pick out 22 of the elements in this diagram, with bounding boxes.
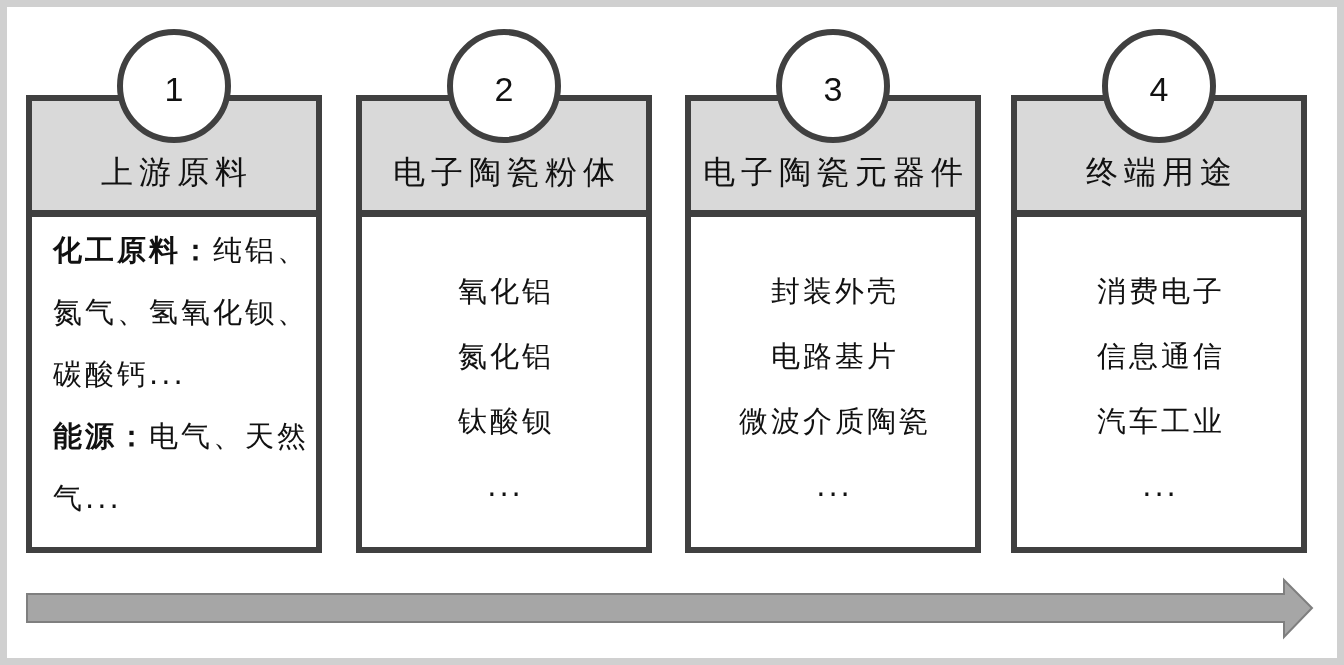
stage-title: 电子陶瓷粉体 (392, 152, 621, 192)
item-text: ... (815, 468, 853, 505)
item-text: 氧化铝 (456, 273, 554, 310)
stage-title: 上游原料 (100, 152, 253, 192)
step-number: 1 (164, 70, 184, 108)
item-text: 封装外壳 (769, 273, 899, 310)
item-text: 化工原料：纯铝、氮气、氢氧化钡、碳酸钙... (53, 232, 310, 393)
item-text: 能源：电气、天然气... (53, 418, 310, 517)
stage-title: 电子陶瓷元器件 (702, 152, 969, 192)
item-text: 电路基片 (769, 338, 899, 375)
step-number: 2 (494, 70, 514, 108)
step-number: 3 (823, 70, 843, 108)
step-number: 4 (1149, 70, 1169, 108)
item-text: ... (486, 468, 524, 505)
item-text: 微波介质陶瓷 (737, 403, 931, 440)
item-text: 汽车工业 (1095, 403, 1225, 440)
item-text: 钛酸钡 (456, 403, 554, 440)
item-text: 信息通信 (1095, 338, 1225, 375)
stage-title: 终端用途 (1085, 152, 1238, 192)
item-text: 氮化铝 (456, 338, 554, 375)
item-text: 消费电子 (1095, 273, 1225, 310)
item-text: ... (1141, 468, 1179, 505)
